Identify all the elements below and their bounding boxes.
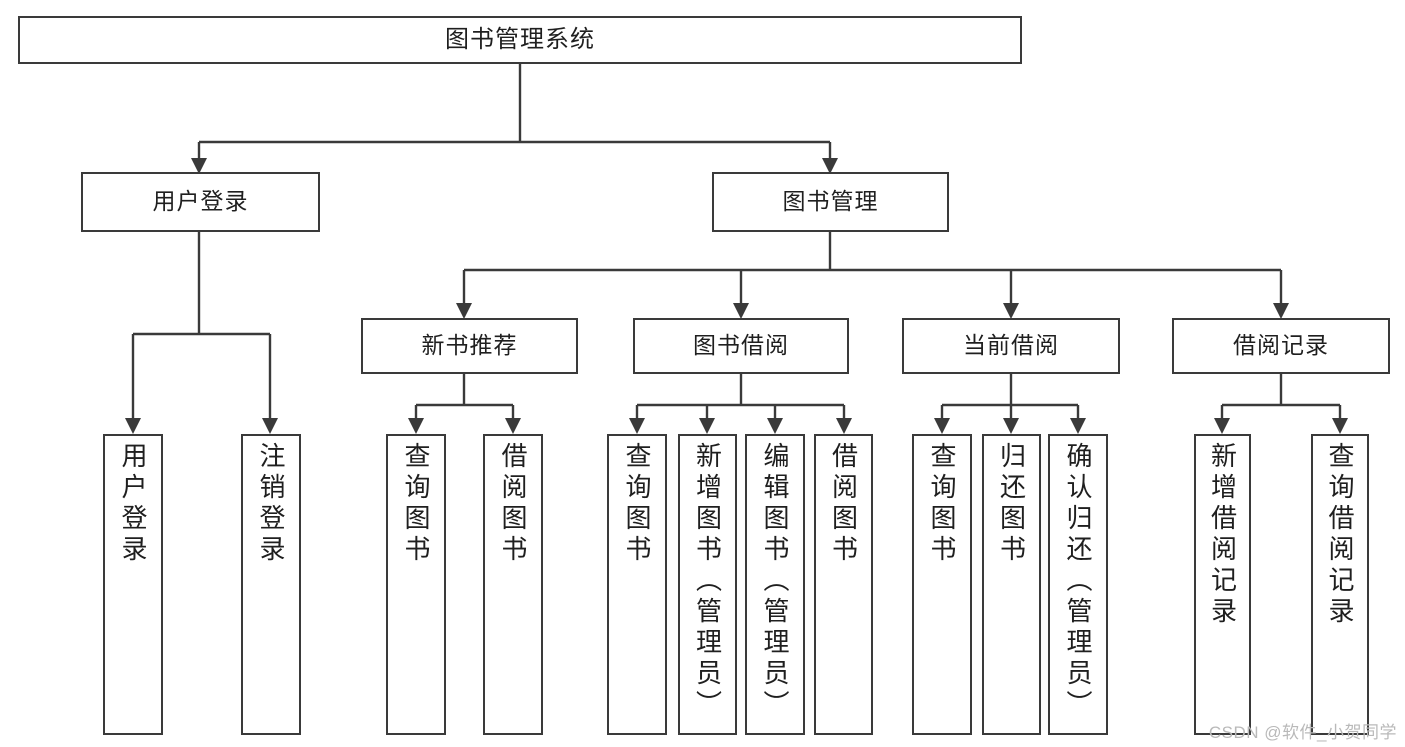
node-label: 新增图书（管理员） bbox=[692, 442, 723, 721]
leaf-book-borrow-edit-book-admin[interactable]: 编辑图书（管理员） bbox=[745, 434, 805, 735]
leaf-book-borrow-add-book-admin[interactable]: 新增图书（管理员） bbox=[678, 434, 737, 735]
node-current-borrow[interactable]: 当前借阅 bbox=[902, 318, 1120, 374]
node-label: 查询图书 bbox=[401, 442, 431, 566]
leaf-current-borrow-query-book[interactable]: 查询图书 bbox=[912, 434, 972, 735]
node-label: 新增借阅记录 bbox=[1207, 442, 1238, 628]
leaf-borrow-record-query-record[interactable]: 查询借阅记录 bbox=[1311, 434, 1369, 735]
node-label: 用户登录 bbox=[118, 442, 148, 566]
leaf-new-book-borrow-book[interactable]: 借阅图书 bbox=[483, 434, 543, 735]
node-label: 查询借阅记录 bbox=[1325, 442, 1355, 628]
node-label: 确认归还（管理员） bbox=[1063, 442, 1093, 721]
leaf-book-borrow-borrow-book[interactable]: 借阅图书 bbox=[814, 434, 873, 735]
node-borrow-record[interactable]: 借阅记录 bbox=[1172, 318, 1390, 374]
leaf-current-borrow-return-book[interactable]: 归还图书 bbox=[982, 434, 1041, 735]
node-book-borrow[interactable]: 图书借阅 bbox=[633, 318, 849, 374]
node-new-book-recommend[interactable]: 新书推荐 bbox=[361, 318, 578, 374]
node-label: 查询图书 bbox=[622, 442, 652, 566]
leaf-current-borrow-confirm-return-admin[interactable]: 确认归还（管理员） bbox=[1048, 434, 1108, 735]
node-label: 图书借阅 bbox=[693, 332, 789, 359]
node-label: 用户登录 bbox=[152, 188, 249, 215]
leaf-new-book-query-book[interactable]: 查询图书 bbox=[386, 434, 446, 735]
node-root-book-management-system[interactable]: 图书管理系统 bbox=[18, 16, 1022, 64]
node-label: 借阅记录 bbox=[1233, 332, 1329, 359]
node-label: 新书推荐 bbox=[421, 332, 518, 359]
leaf-borrow-record-add-record[interactable]: 新增借阅记录 bbox=[1194, 434, 1251, 735]
node-label: 注销登录 bbox=[256, 442, 286, 566]
node-label: 借阅图书 bbox=[498, 442, 528, 566]
node-book-management[interactable]: 图书管理 bbox=[712, 172, 949, 232]
node-label: 当前借阅 bbox=[963, 332, 1059, 359]
node-label: 图书管理系统 bbox=[445, 25, 595, 53]
node-label: 归还图书 bbox=[996, 442, 1027, 566]
node-label: 查询图书 bbox=[927, 442, 957, 566]
node-user-login[interactable]: 用户登录 bbox=[81, 172, 320, 232]
node-label: 图书管理 bbox=[782, 188, 879, 215]
node-label: 编辑图书（管理员） bbox=[760, 442, 790, 721]
leaf-user-login-login[interactable]: 用户登录 bbox=[103, 434, 163, 735]
node-label: 借阅图书 bbox=[828, 442, 859, 566]
leaf-book-borrow-query-book[interactable]: 查询图书 bbox=[607, 434, 667, 735]
watermark-text: CSDN @软件_小贺同学 bbox=[1208, 723, 1397, 742]
leaf-user-login-logout[interactable]: 注销登录 bbox=[241, 434, 301, 735]
